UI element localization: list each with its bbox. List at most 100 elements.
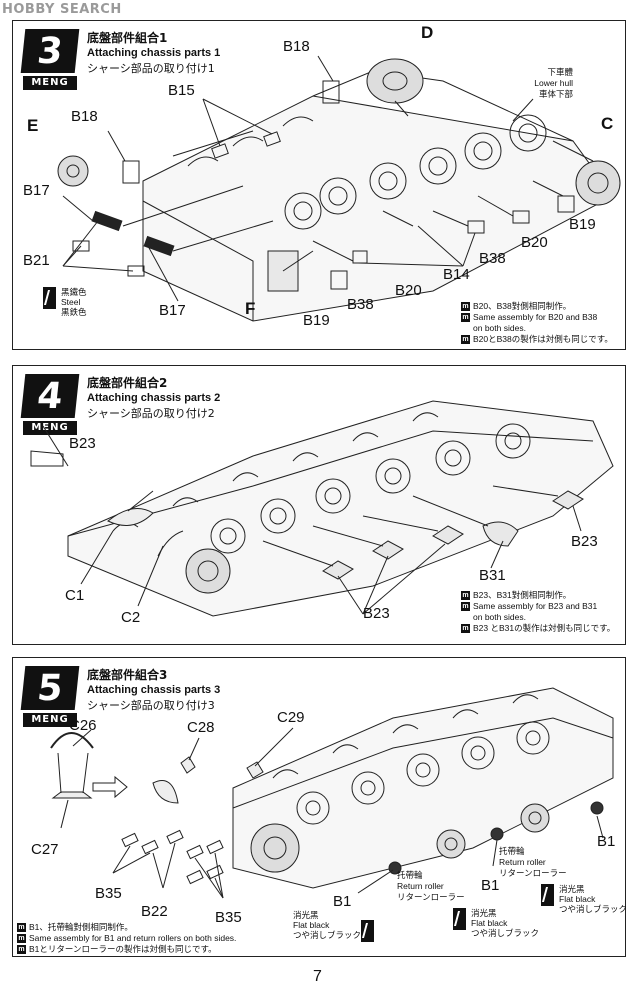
paint-callout-flat-black-c: 消光黑 Flat black つや消しブラック [541, 884, 627, 918]
label-B17-left: B17 [23, 182, 50, 199]
step-title-zh: 底盤部件組合1 [87, 31, 168, 45]
label-B19-right: B19 [569, 216, 596, 233]
roller-zh: 托帶輪 [397, 870, 423, 880]
hull-drawing [57, 55, 621, 322]
note-en: Same assembly for B1 and return rollers … [29, 933, 237, 943]
step-titles: 底盤部件組合3 Attaching chassis parts 3 シャーシ部品… [87, 668, 220, 713]
paint-en: Flat black [293, 920, 330, 930]
label-B35-left: B35 [95, 885, 122, 902]
roller-jp: リターンローラー [397, 892, 465, 902]
roller-jp: リターンローラー [499, 868, 567, 878]
note-marker-icon: m [461, 591, 470, 600]
paint-swatch-icon [43, 287, 56, 309]
label-D: D [421, 23, 434, 42]
step-title-jp: シャーシ部品の取り付け3 [87, 699, 215, 712]
label-B23-topleft: B23 [69, 435, 96, 452]
label-C27: C27 [31, 841, 59, 858]
step-titles: 底盤部件組合1 Attaching chassis parts 1 シャーシ部品… [87, 31, 220, 76]
note-jp: B23 とB31の製作は対側も同じです。 [473, 623, 616, 633]
note-zh: B23、B31對側相同制作。 [473, 590, 572, 600]
step-title-en: Attaching chassis parts 3 [87, 684, 221, 696]
note-marker-icon: m [461, 335, 470, 344]
brand-logo: MENG [23, 713, 77, 727]
label-B19-bottom: B19 [303, 312, 330, 329]
paint-jp: 黒鉄色 [61, 307, 87, 317]
label-B38-right: B38 [479, 250, 506, 267]
note-jp: B20とB38の製作は対側も同じです。 [473, 334, 613, 344]
paint-zh: 黑鐵色 [61, 287, 87, 297]
paint-jp: つや消しブラック [293, 930, 362, 940]
step-5-panel: 5 MENG 底盤部件組合3 Attaching chassis parts 3… [12, 657, 627, 957]
label-B20-bottom: B20 [395, 282, 422, 299]
brand-logo: MENG [23, 421, 77, 435]
label-C: C [601, 114, 614, 133]
roller-en: Return roller [499, 857, 546, 867]
label-C2: C2 [121, 609, 141, 626]
step-title-jp: シャーシ部品の取り付け2 [87, 407, 215, 420]
note-marker-icon: m [461, 624, 470, 633]
label-B1-left: B1 [333, 893, 352, 910]
paint-swatch-icon [453, 908, 466, 930]
label-B14: B14 [443, 266, 470, 283]
label-B18-left: B18 [71, 108, 98, 125]
note-zh: B20、B38對側相同制作。 [473, 301, 572, 311]
label-C26: C26 [69, 717, 97, 734]
paint-swatch-icon [541, 884, 554, 906]
label-B18-top: B18 [283, 38, 310, 55]
paint-swatch-icon [361, 920, 374, 942]
note-en-cont: on both sides. [473, 323, 526, 333]
lower-hull-zh: 下車體 [547, 67, 573, 77]
roller-zh: 托帶輪 [499, 846, 525, 856]
step-title-jp: シャーシ部品の取り付け1 [87, 62, 215, 75]
step-title-zh: 底盤部件組合3 [87, 668, 168, 682]
note-marker-icon: m [17, 945, 26, 954]
step-title-en: Attaching chassis parts 1 [87, 47, 221, 59]
step-title-en: Attaching chassis parts 2 [87, 392, 221, 404]
label-B1-middle: B1 [481, 877, 500, 894]
paint-zh: 消光黑 [471, 908, 497, 918]
roller-en: Return roller [397, 881, 444, 891]
note-marker-icon: m [461, 602, 470, 611]
label-B21: B21 [23, 252, 50, 269]
note-marker-icon: m [461, 313, 470, 322]
page-number: 7 [313, 968, 322, 985]
label-B35-right: B35 [215, 909, 242, 926]
lower-hull-callout: 下車體 Lower hull 車体下部 [533, 67, 573, 100]
label-C28: C28 [187, 719, 215, 736]
label-B17-bottom: B17 [159, 302, 186, 319]
note-en: Same assembly for B20 and B38 [473, 312, 598, 322]
paint-callout-steel: 黑鐵色 Steel 黒鉄色 [43, 287, 123, 319]
label-B1-right: B1 [597, 833, 616, 850]
paint-callout-flat-black-b: 消光黑 Flat black つや消しブラック [453, 908, 539, 942]
label-B20-right: B20 [521, 234, 548, 251]
step-badge: 3 MENG [20, 29, 80, 90]
note-en: Same assembly for B23 and B31 [473, 601, 598, 611]
note-marker-icon: m [17, 923, 26, 932]
step-4-panel: 4 MENG 底盤部件組合2 Attaching chassis parts 2… [12, 365, 626, 645]
step-3-panel: 3 MENG 底盤部件組合1 Attaching chassis parts 1… [12, 20, 626, 350]
label-B15: B15 [168, 82, 195, 99]
label-B22: B22 [141, 903, 168, 920]
label-B38-bottom: B38 [347, 296, 374, 313]
paint-zh: 消光黑 [559, 884, 585, 894]
step-badge: 5 MENG [20, 666, 80, 727]
paint-en: Steel [61, 297, 81, 307]
hull-drawing [30, 400, 614, 617]
lower-hull-jp: 車体下部 [538, 89, 573, 99]
note-zh: B1、托帶輪對側相同制作。 [29, 922, 133, 932]
step-badge: 4 MENG [20, 374, 80, 435]
return-roller-callout-a: 托帶輪 Return roller リターンローラー [397, 870, 465, 903]
note-marker-icon: m [461, 302, 470, 311]
note-jp: B1とリターンローラーの製作は対側も同じです。 [29, 944, 217, 954]
paint-zh: 消光黑 [293, 910, 319, 920]
lower-hull-en: Lower hull [534, 78, 573, 88]
label-E: E [27, 116, 39, 135]
note-en-cont: on both sides. [473, 612, 526, 622]
paint-jp: つや消しブラック [559, 904, 628, 914]
note-marker-icon: m [17, 934, 26, 943]
label-B31: B31 [479, 567, 506, 584]
label-C1: C1 [65, 587, 85, 604]
